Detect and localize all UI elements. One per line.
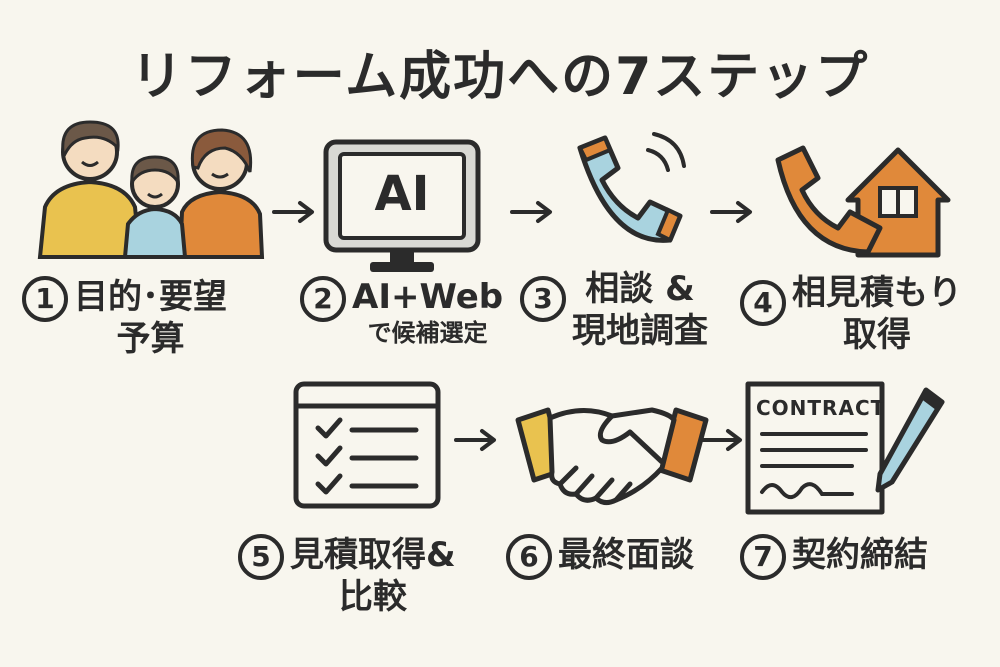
- step-title: 相見積もり: [792, 273, 962, 313]
- step-title: 見積取得&: [290, 535, 456, 575]
- phone-house-icon: [768, 120, 978, 270]
- arrow-right-icon: [272, 200, 316, 228]
- step-number: 6: [506, 534, 552, 580]
- step-5-label: 5 見積取得& 比較: [238, 534, 456, 618]
- contract-doc-text: CONTRACT: [756, 396, 886, 420]
- step-number: 1: [22, 276, 68, 322]
- arrow-right-icon: [710, 200, 754, 228]
- family-icon: [30, 112, 270, 262]
- step-number: 5: [238, 534, 284, 580]
- step-4-label: 4 相見積もり 取得: [740, 272, 962, 356]
- step-2-label: 2 AI+Web で候補選定: [300, 276, 503, 348]
- step-subtitle: で候補選定: [367, 319, 488, 347]
- step-title: 相談 &: [585, 269, 695, 309]
- step-3-label: 3 相談 & 現地調査: [520, 268, 708, 352]
- ai-screen-text: AI: [374, 166, 430, 222]
- contract-icon: [742, 378, 952, 518]
- ai-monitor-icon: [322, 138, 482, 278]
- arrow-right-icon: [454, 428, 498, 456]
- page-title: リフォーム成功への7ステップ: [130, 47, 870, 107]
- step-number: 3: [520, 276, 566, 322]
- step-number: 7: [740, 534, 786, 580]
- step-title: 契約締結: [792, 535, 928, 575]
- step-subtitle: 比較: [338, 577, 407, 617]
- step-1-label: 1 目的･要望 予算: [22, 276, 227, 360]
- step-title: 目的･要望: [74, 277, 227, 317]
- step-subtitle: 現地調査: [572, 311, 708, 351]
- step-title: 最終面談: [558, 535, 694, 575]
- arrow-right-icon: [510, 200, 554, 228]
- step-number: 4: [740, 280, 786, 326]
- checklist-icon: [292, 380, 442, 510]
- step-title: AI+Web: [352, 277, 504, 317]
- step-6-label: 6 最終面談: [506, 534, 694, 580]
- step-7-label: 7 契約締結: [740, 534, 928, 580]
- step-subtitle: 取得: [843, 315, 911, 355]
- phone-icon: [560, 128, 690, 258]
- handshake-icon: [512, 380, 712, 520]
- step-number: 2: [300, 276, 346, 322]
- arrow-right-icon: [700, 428, 744, 456]
- step-subtitle: 予算: [116, 319, 185, 359]
